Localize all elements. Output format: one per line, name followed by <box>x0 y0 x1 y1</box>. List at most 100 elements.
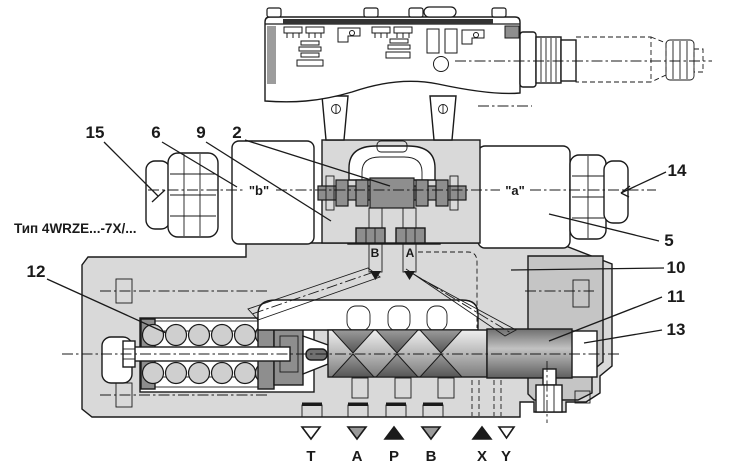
pilot-arch-inner <box>361 156 423 181</box>
spring-coil <box>187 361 211 385</box>
callout-15: 15 <box>86 123 105 142</box>
pilot-spool-land <box>435 179 449 207</box>
electrical-connector <box>519 31 704 88</box>
resistor <box>385 51 411 59</box>
lower-gallery <box>394 377 412 399</box>
callout-12: 12 <box>27 262 46 281</box>
lower-gallery <box>351 377 369 399</box>
type-label: Тип 4WRZE...-7X/... <box>14 221 136 236</box>
housing-wall-shade <box>267 26 276 84</box>
callout-9: 9 <box>196 123 205 142</box>
bracket-screw-icon <box>473 32 479 38</box>
pilot-valve <box>145 95 629 249</box>
component-pins <box>308 33 322 38</box>
drain-bolt-shank <box>542 368 557 386</box>
component-header <box>371 26 391 34</box>
electronics-box <box>264 6 521 103</box>
side-port-boss <box>574 390 591 404</box>
pilot-down-channel-a <box>402 207 417 245</box>
notch <box>374 353 420 378</box>
component-pins <box>396 33 410 38</box>
thread-lines <box>540 38 557 82</box>
notch <box>330 329 376 354</box>
pilot-down-channel-b <box>368 207 383 245</box>
port-label-b: B <box>426 448 437 465</box>
pilot-fitting-b-bore <box>365 227 376 244</box>
port-rim-a <box>348 402 368 406</box>
pilot-spool-center <box>369 177 415 209</box>
resistor <box>300 40 320 46</box>
nut-end-cap <box>603 160 629 224</box>
connector-collar <box>560 39 577 82</box>
leader-line-11 <box>548 296 663 342</box>
leader-line-10 <box>510 267 665 271</box>
resistor <box>296 59 324 67</box>
main-spool <box>327 329 488 378</box>
spring-coil <box>187 323 211 347</box>
cover-screws <box>266 6 507 18</box>
connector-threaded-plug <box>535 36 562 84</box>
pilot-spool-land <box>355 179 369 207</box>
pilot-fitting-b <box>355 227 386 244</box>
callout-13: 13 <box>667 320 686 339</box>
pilot-fitting-a <box>395 227 426 244</box>
port-label-a: A <box>352 448 363 465</box>
notch <box>418 353 464 378</box>
port-symbol-y triangle-down-open-icon <box>497 426 516 440</box>
pilot-arch-cap <box>376 140 408 153</box>
leader-line-2 <box>244 139 391 187</box>
leader-line-14 <box>620 171 667 194</box>
port-symbol-t triangle-down-open-icon <box>300 426 322 441</box>
port-label-x: X <box>477 448 487 465</box>
x-channel-hidden <box>418 251 478 328</box>
port-symbol-b triangle-down-gray-icon <box>420 426 442 441</box>
leader-line-5 <box>548 213 660 242</box>
main-valve-housing: B A <box>81 239 613 418</box>
port-symbol-x triangle-up-black-icon <box>471 425 493 440</box>
port-symbols: T A P B X Y <box>300 425 516 465</box>
a-flow-arrow <box>404 271 415 280</box>
mating-connector-taper <box>650 36 667 83</box>
solenoid-a-label: "a" <box>505 183 525 198</box>
lower-gallery <box>437 377 455 399</box>
callout-11: 11 <box>667 287 685 306</box>
cover-screw <box>408 7 424 18</box>
port-rim-t <box>302 402 322 406</box>
pilot-fitting-a-bore <box>405 227 416 244</box>
upper-gallery <box>257 299 479 331</box>
nut-end-cap <box>145 160 171 230</box>
centerlines <box>62 60 712 423</box>
notch <box>418 329 464 354</box>
spring-coil <box>233 361 257 385</box>
solenoid-a-nut <box>569 154 629 240</box>
pilot-port-a-label: A <box>406 246 415 260</box>
port-openings <box>301 402 444 418</box>
spring-coil <box>210 323 234 347</box>
spool-pin <box>305 348 328 361</box>
spring-coil <box>141 361 165 385</box>
callout-2: 2 <box>232 123 241 142</box>
ic-chip <box>426 28 440 54</box>
end-cap-ribs <box>672 41 688 79</box>
component-header <box>283 26 303 34</box>
pilot-channel-b-axis <box>251 271 375 315</box>
port-symbol-p triangle-up-black-icon <box>383 425 405 440</box>
solenoid-b-body <box>231 140 315 245</box>
solenoid-b-nut <box>145 152 219 238</box>
cable-stub <box>693 48 704 73</box>
pilot-spool <box>317 177 467 209</box>
component-header <box>393 26 413 34</box>
drain-bolt-head <box>535 384 563 413</box>
pilot-port-b-label: B <box>371 246 380 260</box>
callout-5: 5 <box>664 231 673 250</box>
b-flow-arrow <box>370 271 381 280</box>
leader-arrow-14 <box>620 185 631 198</box>
pilot-arch-channel <box>348 145 436 181</box>
cover-screw <box>491 7 507 18</box>
port-label-y: Y <box>501 448 511 465</box>
pilot-seat-left <box>325 175 335 211</box>
callouts: 15 6 9 2 12 14 5 10 11 13 <box>27 123 687 344</box>
bracket-screw-icon <box>349 30 355 36</box>
cover-dome <box>423 6 457 18</box>
